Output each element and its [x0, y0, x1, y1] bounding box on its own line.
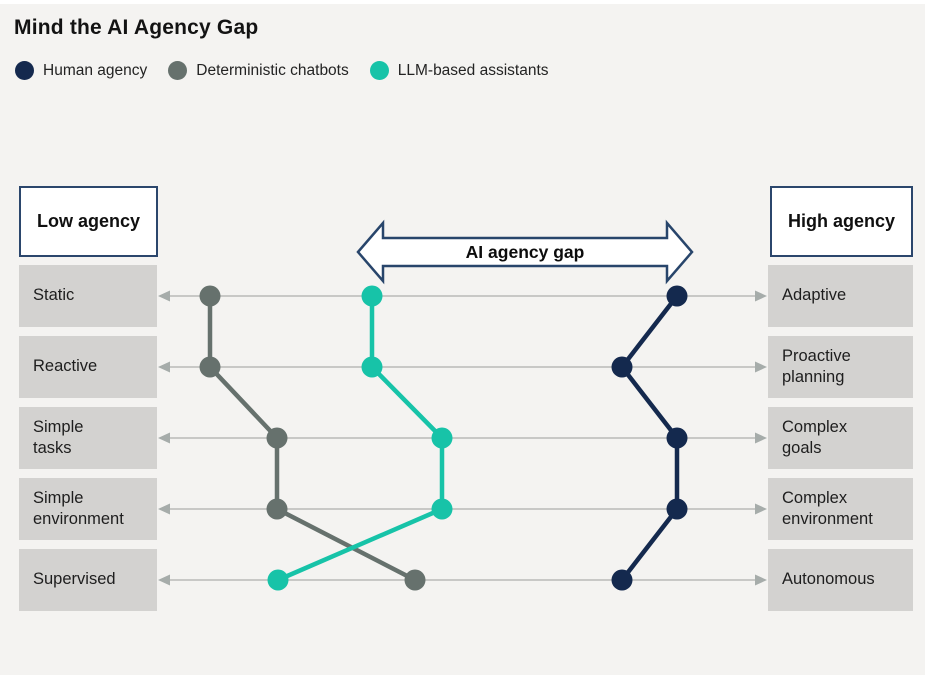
top-edge-strip: [0, 0, 925, 4]
data-point-deterministic-chatbots: [266, 427, 288, 449]
gap-arrow-label: AI agency gap: [465, 241, 585, 262]
legend-item-llm-assistants: LLM-based assistants: [369, 61, 549, 80]
right-arrowhead-icon: [755, 361, 767, 373]
data-point-deterministic-chatbots: [199, 285, 221, 307]
data-point-human-agency: [611, 356, 633, 378]
right-arrowhead-icon: [755, 574, 767, 586]
data-point-human-agency: [666, 427, 688, 449]
legend-dot-icon: [369, 61, 389, 80]
low-agency-label: Low agency: [36, 211, 141, 231]
high-agency-label: High agency: [787, 211, 896, 231]
data-point-deterministic-chatbots: [404, 569, 426, 591]
left-arrowhead-icon: [158, 503, 170, 515]
gap-double-arrow: [356, 219, 694, 285]
row-label-static: Static: [19, 265, 157, 327]
left-arrowhead-icon: [158, 574, 170, 586]
left-arrowhead-icon: [158, 432, 170, 444]
right-arrowhead-icon: [755, 290, 767, 302]
row-label-proactive-planning: Proactive planning: [768, 336, 913, 398]
legend: Human agency Deterministic chatbots LLM-…: [15, 61, 549, 80]
data-point-human-agency: [666, 498, 688, 520]
legend-label: Human agency: [43, 61, 148, 79]
data-point-llm-based-assistants: [431, 498, 453, 520]
legend-dot-icon: [168, 61, 188, 80]
data-point-human-agency: [666, 285, 688, 307]
data-point-deterministic-chatbots: [266, 498, 288, 520]
legend-item-human-agency: Human agency: [15, 61, 147, 80]
row-label-complex-goals: Complex goals: [768, 407, 913, 469]
data-point-deterministic-chatbots: [199, 356, 221, 378]
row-label-adaptive: Adaptive: [768, 265, 913, 327]
legend-item-deterministic-chatbots: Deterministic chatbots: [168, 61, 349, 80]
row-label-complex-environment: Complex environment: [768, 478, 913, 540]
row-label-reactive: Reactive: [19, 336, 157, 398]
row-label-supervised: Supervised: [19, 549, 157, 611]
low-agency-box: Low agency: [19, 186, 158, 257]
left-arrowhead-icon: [158, 361, 170, 373]
legend-dot-icon: [15, 61, 34, 80]
right-arrowhead-icon: [755, 503, 767, 515]
legend-label: LLM-based assistants: [397, 61, 549, 79]
high-agency-box: High agency: [770, 186, 913, 257]
row-label-simple-environment: Simple environment: [19, 478, 157, 540]
data-point-llm-based-assistants: [361, 356, 383, 378]
data-point-llm-based-assistants: [267, 569, 289, 591]
data-point-llm-based-assistants: [431, 427, 453, 449]
data-point-llm-based-assistants: [361, 285, 383, 307]
row-label-simple-tasks: Simple tasks: [19, 407, 157, 469]
row-label-autonomous: Autonomous: [768, 549, 913, 611]
right-arrowhead-icon: [755, 432, 767, 444]
left-arrowhead-icon: [158, 290, 170, 302]
data-point-human-agency: [611, 569, 633, 591]
page-title: Mind the AI Agency Gap: [14, 16, 259, 39]
legend-label: Deterministic chatbots: [196, 61, 349, 79]
